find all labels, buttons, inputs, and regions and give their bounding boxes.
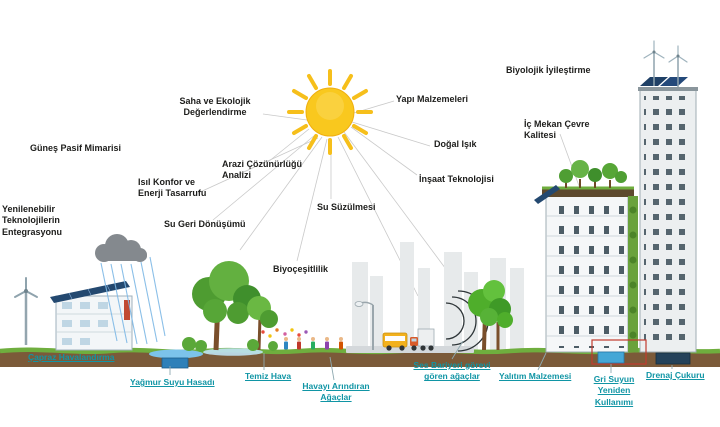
concept-arazi-cozunurlugu-analizi: Arazi Çözünürlüğü Analizi <box>222 159 302 181</box>
street-lamp-icon <box>354 301 374 350</box>
green-roof-building-icon <box>534 160 638 353</box>
feature-gri-suyun-kullanimi: Gri Suyun Yeniden Kullanımı <box>593 374 635 407</box>
feature-drenaj-cukuru: Drenaj Çukuru <box>646 370 705 380</box>
concept-biyolojik-iyilestirme: Biyolojik İyileştirme <box>506 65 591 75</box>
feature-capraz-havalandirma: Çapraz Havalandırma <box>28 352 115 362</box>
sun-connector-lines <box>197 100 583 297</box>
barrier-trees-icon <box>468 280 513 351</box>
concept-insaat-teknolojisi: İnşaat Teknolojisi <box>419 174 494 184</box>
concept-gunes-pasif-mimarisi: Güneş Pasif Mimarisi <box>30 143 122 153</box>
greywater-system-icon <box>591 339 647 365</box>
stair-accent <box>124 300 130 320</box>
rain-cloud-icon <box>95 234 166 345</box>
concept-isil-konfor: Isıl Konfor ve Enerji Tasarrufu <box>138 177 207 199</box>
solar-house-icon <box>50 281 133 351</box>
feature-temiz-hava: Temiz Hava <box>245 371 292 381</box>
concept-su-suzulmesi: Su Süzülmesi <box>317 202 376 212</box>
green-wall-icon <box>628 196 638 352</box>
truck-icon <box>410 328 435 351</box>
sun-icon <box>287 69 373 155</box>
drainage-pit-icon <box>655 352 691 365</box>
solar-tower-building-icon <box>638 40 698 353</box>
feature-yagmur-suyu-hasadi: Yağmur Suyu Hasadı <box>130 377 215 387</box>
concept-dogal-isik: Doğal Işık <box>434 139 477 149</box>
wind-turbine-icon <box>14 277 38 345</box>
concept-saha-ekolojik-degerlendirme: Saha ve Ekolojik Değerlendirme <box>179 96 251 118</box>
concept-yenilenebilir-teknolojiler: Yenilenebilir Teknolojilerin Entegrasyon… <box>2 204 63 237</box>
feature-leader-lines <box>169 340 673 381</box>
rooftop-turbine-icon <box>643 40 688 87</box>
concept-su-geri-donusumu: Su Geri Dönüşümü <box>164 219 246 229</box>
bus-icon <box>382 332 408 351</box>
park-trees-icon <box>182 261 278 352</box>
feature-havayi-arindiran-agaclar: Havayı Arındıran Ağaçlar <box>302 381 370 403</box>
feature-ses-bariyeri-agaclar: Ses Bariyeri görevi gören ağaçlar <box>413 360 491 382</box>
roof-solar-panel-icon <box>534 185 560 204</box>
feature-yalitim-malzemesi: Yalıtım Malzemesi <box>499 371 572 381</box>
rooftop-garden-icon <box>559 160 627 188</box>
rain-streaks <box>100 256 166 345</box>
concept-biyocesitlilik: Biyoçeşitlilik <box>273 264 329 274</box>
solar-panel-icon <box>50 281 130 303</box>
concept-yapi-malzemeleri: Yapı Malzemeleri <box>396 94 469 104</box>
road-segment <box>346 346 474 353</box>
stream-icon <box>203 348 263 356</box>
concept-ic-mekan-cevre-kalitesi: İç Mekan Çevre Kalitesi <box>524 119 590 141</box>
people-icon <box>284 337 343 350</box>
biodiversity-flowers-icon <box>261 328 308 338</box>
rainwater-harvest-icon <box>149 349 203 369</box>
